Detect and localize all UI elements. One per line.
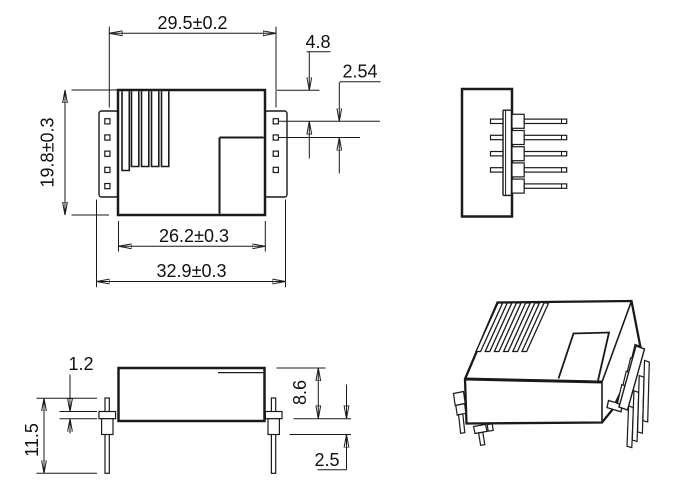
corner-notch: [218, 136, 264, 214]
dim-label-overall-width: 32.9±0.3: [157, 261, 227, 281]
left-pin-pads: [104, 118, 111, 190]
dimension-pin-top-offset: 4.8: [277, 32, 331, 159]
dimension-case-height: 8.6: [276, 367, 351, 420]
iso-right-pins: [616, 343, 650, 449]
dim-label-body-width: 26.2±0.3: [159, 226, 229, 246]
right-mount-pin: [264, 397, 283, 474]
isometric-view: [452, 299, 650, 449]
pin-shoulders: [511, 113, 525, 194]
dim-label-pin-top-offset: 4.8: [305, 32, 330, 52]
case-outline: [116, 88, 267, 217]
near-row-pins: [523, 118, 568, 189]
side-case: [460, 87, 514, 218]
iso-corner-notch: [557, 331, 611, 381]
dimension-pin-row-spacing: 29.5±0.2: [108, 13, 277, 108]
bottom-view: 1.2 11.5 8.6 2.5: [22, 354, 351, 474]
front-view: 29.5±0.2 4.8 2.54 19.8±0.3 26.2±0.3: [38, 13, 381, 288]
dim-label-body-height: 19.8±0.3: [38, 118, 58, 188]
iso-left-pins: [452, 390, 494, 446]
iso-header-slab: [618, 345, 646, 411]
iso-lower-pin-legs: [626, 359, 650, 449]
dimension-body-width: 26.2±0.3: [118, 221, 266, 252]
dimension-body-height: 19.8±0.3: [38, 89, 117, 216]
front-body: [98, 88, 288, 217]
dim-label-pin-pitch: 2.54: [342, 62, 377, 82]
dimension-flange-lip: 1.2: [59, 354, 97, 434]
dim-label-case-height: 8.6: [290, 380, 310, 405]
iso-fins: [474, 302, 550, 353]
dim-label-standoff: 2.5: [314, 450, 339, 470]
bottom-case: [117, 366, 266, 423]
dimension-pin-length: 11.5: [22, 397, 97, 474]
dimension-overall-width: 32.9±0.3: [96, 199, 286, 288]
side-view: [460, 87, 568, 218]
dim-label-flange-lip: 1.2: [68, 354, 93, 374]
dim-label-pin-row-spacing: 29.5±0.2: [158, 13, 228, 33]
right-pin-pads: [272, 118, 280, 174]
iso-front-top-edge: [464, 377, 603, 384]
iso-interior-edges: [601, 300, 633, 423]
dim-label-pin-length: 11.5: [22, 423, 42, 457]
left-mount-pin: [98, 397, 117, 474]
dimension-standoff: 2.5: [289, 384, 351, 471]
dimension-pin-pitch: 2.54: [278, 62, 381, 174]
far-row-pin-stubs: [489, 118, 504, 173]
fins: [121, 91, 170, 172]
